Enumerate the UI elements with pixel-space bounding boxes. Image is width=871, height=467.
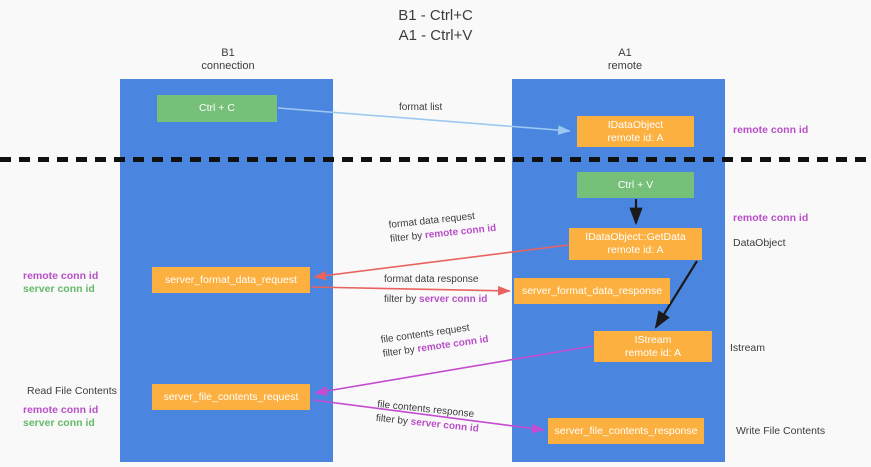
node-server-file-contents-request-label: server_file_contents_request bbox=[163, 390, 299, 403]
filter-prefix: filter by bbox=[382, 343, 419, 360]
phase-divider bbox=[0, 157, 871, 162]
node-server-format-data-request-label: server_format_data_request bbox=[165, 273, 297, 286]
column-header-left-name: B1 bbox=[221, 47, 235, 59]
node-ctrl-v[interactable]: Ctrl + V bbox=[577, 172, 694, 198]
node-server-file-contents-request[interactable]: server_file_contents_request bbox=[152, 384, 310, 410]
filter-prefix: filter by bbox=[375, 412, 412, 428]
label-left-read-file-contents: Read File Contents bbox=[27, 385, 117, 397]
annotation-format-list-text: format list bbox=[399, 102, 443, 113]
node-idataobject-subtitle: remote id: A bbox=[607, 131, 664, 144]
title-line-2: A1 - Ctrl+V bbox=[398, 27, 473, 44]
node-istream[interactable]: IStream remote id: A bbox=[594, 331, 712, 362]
node-ctrl-c[interactable]: Ctrl + C bbox=[157, 95, 277, 122]
node-getdata-subtitle: remote id: A bbox=[607, 244, 664, 256]
column-header-left: B1 connection bbox=[148, 47, 308, 73]
title-line-1: B1 - Ctrl+C bbox=[398, 7, 473, 24]
label-right-remote-conn-id-mid: remote conn id bbox=[733, 212, 809, 224]
label-left-server-conn-id-1: server conn id bbox=[23, 283, 95, 295]
node-idataobject-getdata[interactable]: IDataObject::GetData remote id: A bbox=[569, 228, 702, 260]
column-header-right-name: A1 bbox=[618, 47, 632, 59]
annotation-file-contents-request: file contents request filter by remote c… bbox=[380, 319, 490, 362]
node-server-format-data-response[interactable]: server_format_data_response bbox=[514, 278, 670, 304]
node-ctrl-v-label: Ctrl + V bbox=[617, 178, 654, 191]
node-getdata-title: IDataObject::GetData bbox=[585, 231, 686, 243]
node-server-file-contents-response[interactable]: server_file_contents_response bbox=[548, 418, 704, 444]
label-left-remote-conn-id-2: remote conn id bbox=[23, 404, 99, 416]
column-header-left-role: connection bbox=[201, 60, 255, 72]
label-left-remote-conn-id-1: remote conn id bbox=[23, 270, 99, 282]
label-right-write-file-contents: Write File Contents bbox=[736, 425, 826, 437]
annotation-format-data-response: format data response filter by server co… bbox=[384, 273, 487, 307]
filter-prefix: filter by bbox=[384, 294, 420, 305]
node-server-format-data-response-label: server_format_data_response bbox=[521, 284, 663, 297]
label-left-server-conn-id-2: server conn id bbox=[23, 417, 95, 429]
node-server-format-data-request[interactable]: server_format_data_request bbox=[152, 267, 310, 293]
annotation-format-data-response-filter: filter by server conn id bbox=[384, 293, 487, 307]
annotation-format-data-response-text: format data response bbox=[384, 274, 479, 285]
node-istream-subtitle: remote id: A bbox=[624, 346, 682, 359]
label-right-istream: Istream bbox=[730, 342, 766, 354]
column-header-right: A1 remote bbox=[545, 47, 705, 73]
annotation-format-data-request: format data request filter by remote con… bbox=[388, 208, 497, 247]
column-header-right-role: remote bbox=[607, 60, 643, 72]
label-right-dataobject: DataObject bbox=[733, 237, 786, 249]
filter-prefix: filter by bbox=[389, 230, 426, 245]
node-istream-title: IStream bbox=[634, 333, 672, 346]
filter-key-server-conn-id: server conn id bbox=[419, 294, 488, 305]
annotation-format-list: format list bbox=[399, 101, 442, 115]
node-ctrl-c-label: Ctrl + C bbox=[199, 102, 235, 114]
page-title: B1 - Ctrl+C A1 - Ctrl+V bbox=[0, 6, 871, 46]
node-idataobject-title: IDataObject bbox=[607, 118, 664, 131]
node-server-file-contents-response-label: server_file_contents_response bbox=[554, 424, 698, 437]
annotation-file-contents-response: file contents response filter by server … bbox=[375, 398, 481, 437]
label-right-remote-conn-id-top: remote conn id bbox=[733, 124, 809, 136]
node-idataobject[interactable]: IDataObject remote id: A bbox=[577, 116, 694, 147]
